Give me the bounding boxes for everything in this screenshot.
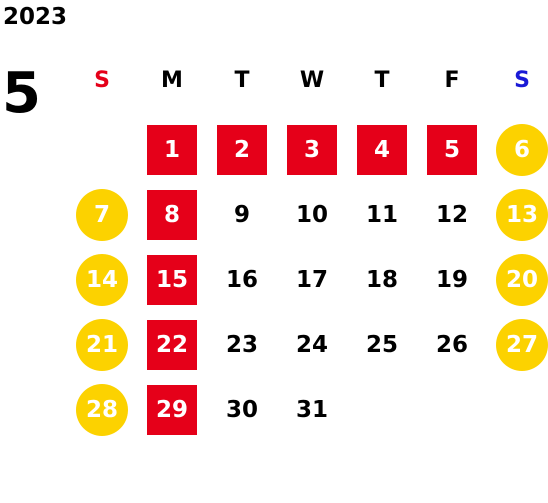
calendar-day: 31 (295, 397, 328, 423)
calendar-day-weekend: 13 (496, 189, 548, 241)
calendar-day-holiday: 8 (147, 190, 197, 240)
calendar-year: 2023 (3, 4, 68, 30)
calendar-day: 17 (295, 267, 328, 293)
calendar-day: 19 (435, 267, 468, 293)
weekday-header-sunday: S (94, 68, 110, 93)
calendar-day-holiday: 3 (287, 125, 337, 175)
calendar-day-weekend: 21 (76, 319, 128, 371)
calendar-day-holiday: 5 (427, 125, 477, 175)
weekday-header-saturday: S (514, 68, 530, 93)
calendar-day-weekend: 14 (76, 254, 128, 306)
calendar-day: 16 (225, 267, 258, 293)
calendar-day-holiday: 29 (147, 385, 197, 435)
calendar-day-weekend: 27 (496, 319, 548, 371)
weekday-header-friday: F (444, 68, 460, 93)
calendar-day: 23 (225, 332, 258, 358)
weekday-header-tuesday: T (234, 68, 250, 93)
calendar-day: 11 (365, 202, 398, 228)
calendar-day: 24 (295, 332, 328, 358)
calendar-day: 25 (365, 332, 398, 358)
calendar-month: 5 (2, 61, 41, 126)
calendar-day: 12 (435, 202, 468, 228)
calendar-day: 30 (225, 397, 258, 423)
weekday-header-wednesday: W (299, 68, 325, 93)
calendar-day-weekend: 20 (496, 254, 548, 306)
calendar-day-holiday: 2 (217, 125, 267, 175)
calendar-day-holiday: 15 (147, 255, 197, 305)
calendar-day: 18 (365, 267, 398, 293)
weekday-header-monday: M (161, 68, 183, 93)
calendar-day-holiday: 1 (147, 125, 197, 175)
calendar-day-holiday: 22 (147, 320, 197, 370)
calendar-day-weekend: 28 (76, 384, 128, 436)
weekday-header-thursday: T (374, 68, 390, 93)
calendar-day: 10 (295, 202, 328, 228)
calendar-day-weekend: 6 (496, 124, 548, 176)
calendar-day: 26 (435, 332, 468, 358)
calendar-day-weekend: 7 (76, 189, 128, 241)
calendar-day: 9 (233, 202, 250, 228)
calendar-day-holiday: 4 (357, 125, 407, 175)
